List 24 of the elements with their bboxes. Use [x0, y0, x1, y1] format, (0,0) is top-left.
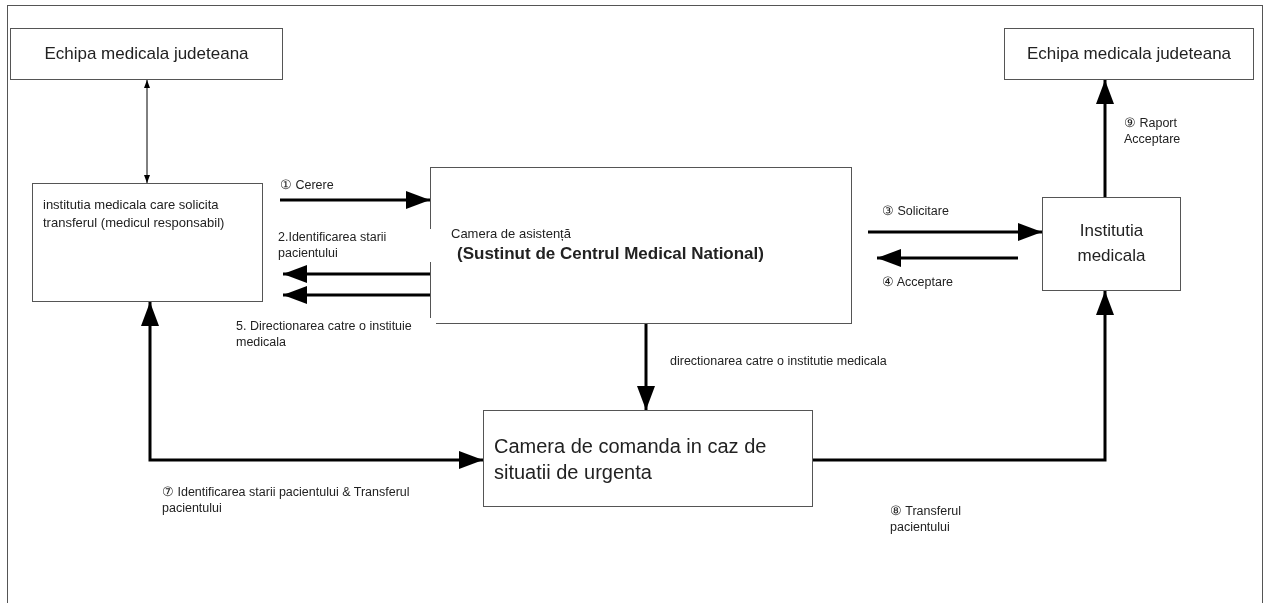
process-box: [483, 410, 813, 507]
box-title: institutia medicala care solicita transferul (medicul responsabil): [43, 196, 226, 232]
process-box: [1042, 197, 1181, 291]
box-title: Institutia medicala: [1076, 220, 1147, 267]
box-title: Echipa medicala judeteana: [44, 42, 249, 65]
box-title: Camera de comanda in caz de situatii de urgenta: [494, 433, 768, 485]
process-box: [10, 28, 283, 80]
box-title: Camera de asistență: [451, 226, 571, 243]
process-box: [32, 183, 263, 302]
arrow: [813, 291, 1114, 462]
arrow: [144, 79, 150, 184]
arrow: [141, 302, 483, 469]
arrow: [283, 286, 430, 304]
arrow: [637, 324, 655, 410]
arrow: [877, 249, 1018, 267]
arrow: [283, 265, 430, 283]
process-box: [430, 167, 852, 324]
arrow: [1096, 80, 1114, 197]
box-title: Echipa medicala judeteana: [1026, 42, 1232, 65]
process-box: [1004, 28, 1254, 80]
edge-label: ④ Acceptare: [882, 274, 954, 291]
box-subtitle: (Sustinut de Centrul Medical National): [457, 242, 764, 265]
arrow: [868, 223, 1042, 241]
arrow: [280, 191, 430, 209]
